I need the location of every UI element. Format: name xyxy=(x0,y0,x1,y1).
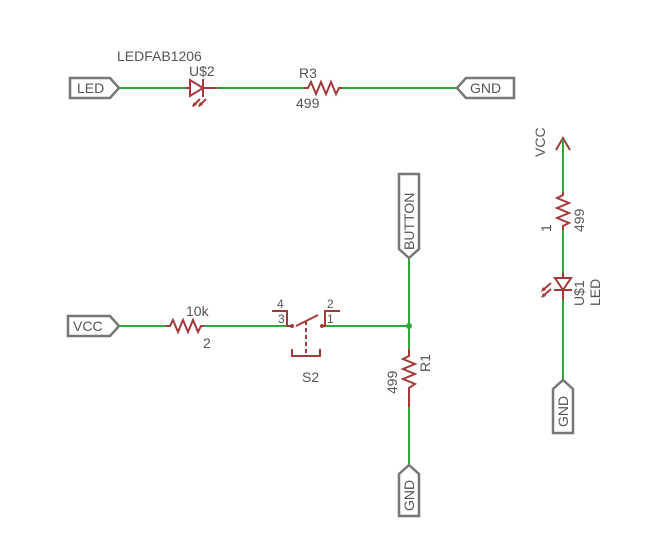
switch-s2-name: S2 xyxy=(302,369,319,385)
gnd-port-label: GND xyxy=(470,80,501,96)
led-port-label: LED xyxy=(77,80,104,96)
vcc-supply-label: VCC xyxy=(532,127,548,157)
resistor-r1-name: R1 xyxy=(417,354,433,372)
resistor-vertical-symbol xyxy=(554,192,572,230)
led-name-label: U$2 xyxy=(189,63,215,79)
button-port[interactable] xyxy=(397,172,421,260)
vcc-arrow-symbol xyxy=(555,136,571,151)
led-u1-value: LED xyxy=(587,279,603,306)
right-led-circuit: VCC 1 499 U$1 LED GND xyxy=(532,127,603,435)
resistor-10k-value: 10k xyxy=(186,303,210,319)
led-value-label: LEDFAB1206 xyxy=(117,48,202,64)
switch-pin-2: 2 xyxy=(327,297,334,311)
wire-junction xyxy=(406,323,412,329)
resistor-r1-symbol xyxy=(400,349,418,407)
gnd-port-button[interactable] xyxy=(397,463,421,518)
resistor-10k-symbol xyxy=(166,317,204,335)
led-circuit: LED LEDFAB1206 U$2 R3 499 GND xyxy=(68,48,516,111)
led-port[interactable] xyxy=(68,76,121,100)
gnd-port-button-label: GND xyxy=(401,480,417,511)
button-port-label: BUTTON xyxy=(401,193,417,250)
gnd-port-vertical-label: GND xyxy=(555,396,571,427)
resistor-value-label: 499 xyxy=(571,208,587,232)
resistor-r1-value: 499 xyxy=(384,370,400,394)
switch-s2-symbol xyxy=(272,310,340,357)
led-diode-symbol xyxy=(186,78,217,107)
resistor-r3-value: 499 xyxy=(296,95,320,111)
gnd-port-vertical[interactable] xyxy=(551,378,575,435)
vcc-port[interactable] xyxy=(66,314,121,338)
switch-pin-4: 4 xyxy=(277,297,284,311)
led-u1-name: U$1 xyxy=(571,280,587,306)
led-vertical-symbol xyxy=(541,273,573,300)
gnd-port[interactable] xyxy=(455,76,516,100)
resistor-pin-label: 1 xyxy=(538,224,554,232)
button-circuit: VCC 10k 2 4 3 2 1 S2 BUTTON 49 xyxy=(66,172,433,518)
switch-pin-3: 3 xyxy=(278,312,285,326)
resistor-r3-symbol xyxy=(304,79,342,97)
switch-pin-1: 1 xyxy=(327,312,334,326)
resistor-r3-name: R3 xyxy=(299,65,317,81)
vcc-port-label: VCC xyxy=(73,318,103,334)
resistor-10k-pin: 2 xyxy=(203,335,211,351)
